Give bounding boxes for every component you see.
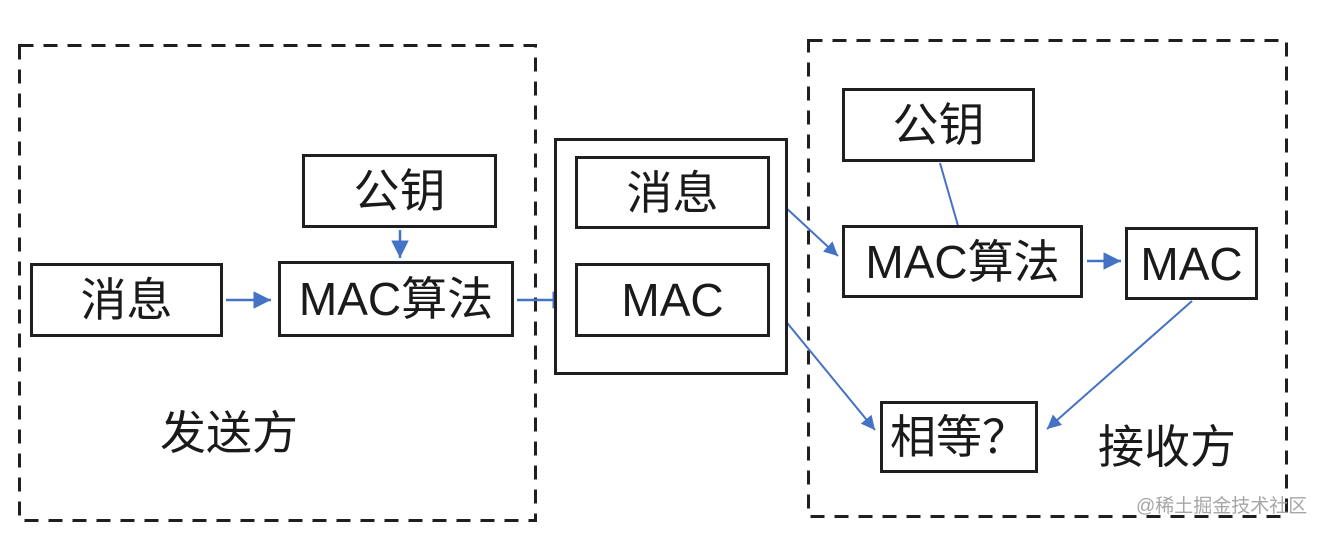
transmission-message-node: 消息 [575,156,770,229]
watermark-text: @稀土掘金技术社区 [1136,496,1308,517]
receiver-compare-node: 相等？ [880,401,1038,473]
receiver-region-label: 接收方 [1098,421,1236,473]
sender-key-node: 公钥 [302,154,497,228]
receiver-mac-algorithm-node: MAC算法 [842,225,1083,298]
arrow-receiver-mac-to-compare [1046,300,1193,430]
receiver-mac-node: MAC [1125,227,1258,300]
sender-region-label: 发送方 [160,407,298,459]
receiver-key-node: 公钥 [842,88,1035,162]
transmission-mac-node: MAC [575,263,770,337]
sender-message-node: 消息 [30,263,223,337]
sender-mac-algorithm-node: MAC算法 [278,261,514,337]
